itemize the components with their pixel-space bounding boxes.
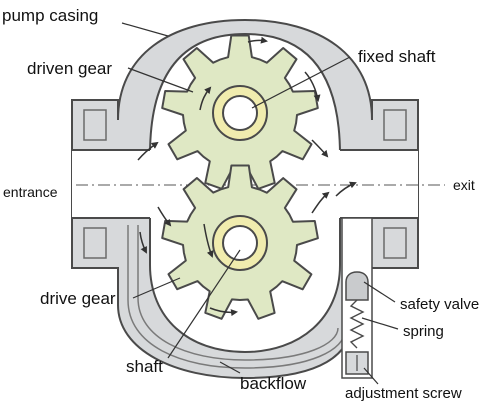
label-entrance: entrance <box>3 184 58 200</box>
spring <box>349 299 365 349</box>
drive-shaft-bore <box>222 225 258 261</box>
flow-arrow-5 <box>137 141 159 161</box>
label-exit: exit <box>453 177 475 193</box>
flow-arrow-6 <box>157 206 172 227</box>
label-pump-casing: pump casing <box>2 6 98 25</box>
leader-adjustment-screw <box>363 367 379 385</box>
leader-pump-casing <box>121 22 169 37</box>
leader-safety-valve <box>363 281 396 303</box>
label-backflow: backflow <box>240 374 307 393</box>
safety-valve-assembly <box>341 217 373 379</box>
label-safety-valve: safety valve <box>400 296 479 313</box>
drive-shaft <box>212 215 268 271</box>
left-flange-bottom <box>83 227 107 259</box>
flow-arrow-1 <box>247 36 268 44</box>
flow-arrow-7 <box>203 223 214 258</box>
flow-arrow-9 <box>209 307 238 317</box>
label-drive-gear: drive gear <box>40 289 116 308</box>
flow-arrows <box>137 36 357 317</box>
leader-spring <box>361 317 399 330</box>
leader-drive-gear <box>132 277 181 299</box>
label-adjustment-screw: adjustment screw <box>345 385 462 402</box>
leader-shaft <box>167 249 241 359</box>
label-spring: spring <box>403 323 444 340</box>
leader-lines <box>121 22 399 385</box>
flow-arrow-4 <box>199 86 212 111</box>
safety-valve <box>345 271 369 301</box>
backflow-channel-outer <box>127 225 346 369</box>
right-flange-bottom <box>383 227 407 259</box>
leader-fixed-shaft <box>251 56 351 109</box>
fixed-shaft-bore <box>222 95 258 131</box>
backflow-channel-inner <box>137 225 339 361</box>
flow-arrow-8 <box>139 231 147 254</box>
leader-driven-gear <box>127 67 194 93</box>
right-flange-top <box>383 109 407 141</box>
flow-arrow-11 <box>335 181 357 197</box>
flow-arrow-2 <box>304 71 321 102</box>
flow-arrow-3 <box>311 139 329 158</box>
left-flange-top <box>83 109 107 141</box>
label-fixed-shaft: fixed shaft <box>358 47 436 66</box>
label-driven-gear: driven gear <box>27 59 112 78</box>
fixed-shaft <box>212 85 268 141</box>
flow-arrow-10 <box>311 191 330 214</box>
leader-backflow <box>219 361 241 374</box>
label-shaft: shaft <box>126 357 163 376</box>
backflow-channel <box>127 225 346 369</box>
